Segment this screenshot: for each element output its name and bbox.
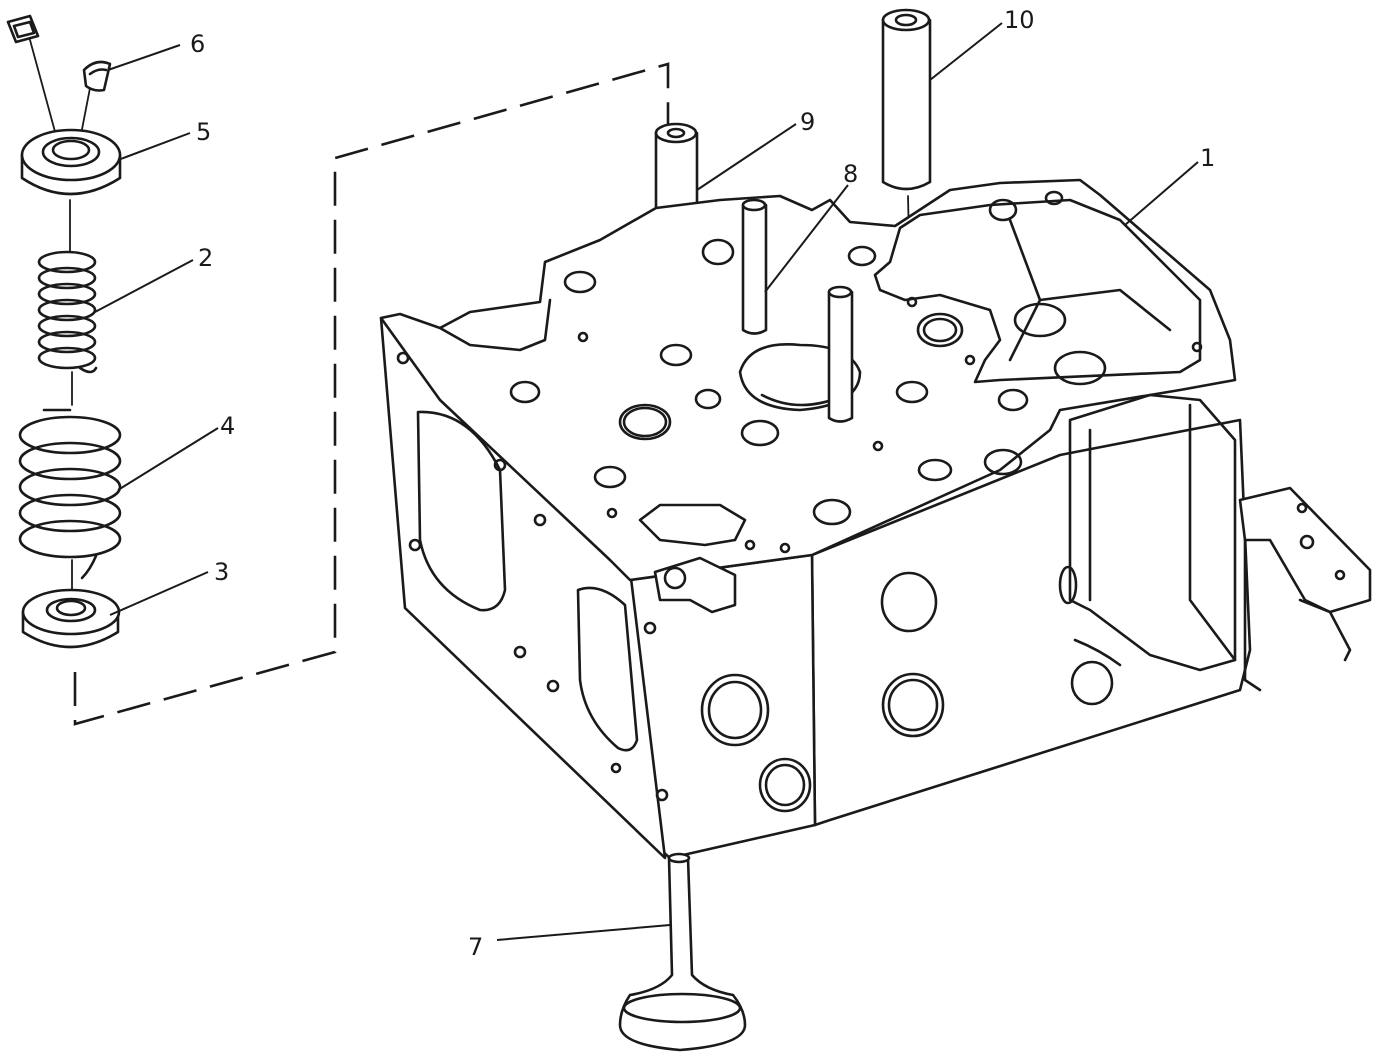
callout-1: 1: [1200, 144, 1215, 172]
valve-icon: [618, 852, 747, 1052]
cylinder-head-block: [379, 178, 1372, 860]
callout-10: 10: [1004, 6, 1035, 34]
spring-seat-icon: [21, 588, 121, 649]
inner-valve-spring-icon: [37, 250, 98, 374]
valve-key-icon: [6, 14, 40, 44]
callout-7: 7: [468, 933, 483, 961]
callout-5: 5: [196, 118, 211, 146]
spring-retainer-icon: [20, 128, 122, 196]
callout-4: 4: [220, 412, 235, 440]
valve-collet-icon: [82, 60, 112, 92]
valve-guide-10-icon: [881, 8, 932, 381]
callout-9: 9: [800, 108, 815, 136]
callout-6: 6: [190, 30, 205, 58]
assembly-path-dashed: [73, 62, 670, 726]
callout-2: 2: [198, 244, 213, 272]
leader-lines: [94, 22, 1199, 941]
dowel-pin-icon: [827, 285, 854, 423]
dowel-pin-8-icon: [741, 198, 768, 335]
callout-8: 8: [843, 160, 858, 188]
valve-spring-assembly: [6, 14, 122, 649]
callout-3: 3: [214, 558, 229, 586]
outer-valve-spring-icon: [18, 408, 122, 580]
